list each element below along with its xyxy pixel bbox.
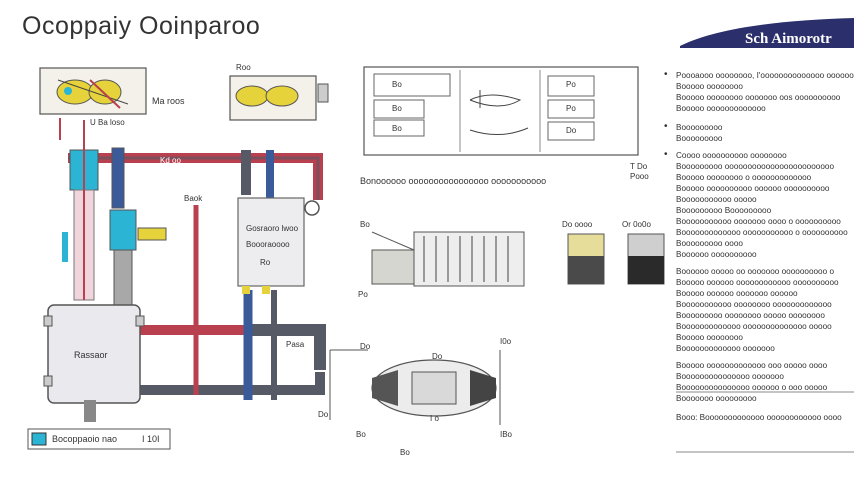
logo-text: Sch Aimorotr [745,31,832,47]
brand-logo [680,18,854,48]
left-vertical-assembly [59,118,167,311]
right-panel-line: Booo: Booooooooooooo oooooooooooo oooo [676,413,842,422]
right-panel-line: Booooo oooooooo o ooooooooooooo [676,173,812,182]
right-panel-line: Booooooooooo oooooooo ooooooooooooo [676,300,832,309]
top-middle-component-box [229,75,329,121]
label-unit-1: Gosraoro lwoo [246,224,299,233]
right-panel-block: Booo: Booooooooooooo oooooooooooo oooo [664,412,852,423]
bullet-mark: • [664,121,668,132]
right-panel-line: Booooooooooooooo oooooo o ooo ooooo [676,383,828,392]
right-panel-line: Booooo ooooooooooooo [676,104,766,113]
legend-number: I 10I [142,434,160,444]
bottom-label-1: Do [360,342,371,351]
panel-caption: Bonoooooo oooooooooooooooo ooooooooooo [360,176,547,186]
right-panel-line: Booooo oooooooo [676,333,743,342]
right-panel-block: • Poooaooo oooooooo, I'oooooooooooooo ooo… [664,69,854,114]
right-panel-line: Booooooooo oooooooooooooooooooooooo [676,162,835,171]
right-panel-line: Booooooooo [676,123,723,132]
panel-cell-2: Bo [392,104,402,113]
right-panel-line: Booooo ooooooooooooo ooo ooooo oooo [676,361,828,370]
right-panel-line: Booooooooo Booooooooo [676,206,772,215]
label-unit-2: Boooraoooo [246,240,290,249]
right-panel-line: Booooooooo oooo [676,239,743,248]
right-panel-line: Booooo oooooo ooooooo oooooo [676,289,798,298]
label-top-small: U Ba loso [90,118,125,127]
label-vertical: Baok [184,194,203,203]
mid-label-3: Or 0o0o [622,220,651,229]
label-top-box: Ma roos [152,96,185,106]
right-panel-line: Booooooooooooo ooooooo [676,344,775,353]
right-panel-line: Booooooo ooooooooo [676,394,757,403]
bottom-label-3: I0o [500,337,512,346]
label-pipe: Pasa [286,340,305,349]
mid-label-1: Bo [360,220,370,229]
bottom-label-2: Do [432,352,443,361]
panel-cell-5: Bo [392,124,402,133]
mid-right-assembly [371,231,665,287]
bullet-mark: • [664,69,668,80]
right-panel-line: Booooooooooooooo ooooooo [676,372,784,381]
mid-label-2: Do oooo [562,220,593,229]
label-tank: Rassaor [74,350,108,360]
right-panel-block: Boooooo ooooo oo ooooooo oooooooooo o Boo… [664,266,852,354]
right-panel-line: Booooooooo oooooooo ooooo oooooooo [676,311,825,320]
right-panel-line: Booooooooooooo ooooooooooo o oooooooooo [676,228,848,237]
right-panel-line: Boooooo ooooo oo ooooooo oooooooooo o [676,267,834,276]
bullet-mark: • [664,149,668,160]
panel-side-label-1: T Do [630,162,648,171]
label-unit-3: Ro [260,258,271,267]
bottom-label-4: Do [318,410,329,419]
panel-side-label-2: Pooo [630,172,649,181]
bottom-label-7: Bo [400,448,410,457]
top-left-component-box [39,67,147,115]
top-right-panel [363,66,639,156]
right-panel-line: Coooo oooooooooo oooooooo [676,151,787,160]
right-panel-line: Booooooooooooo oooooooooooooo ooooo [676,322,832,331]
mid-label-4: Po [358,290,368,299]
panel-cell-1: Bo [392,80,402,89]
bottom-right-assembly [329,349,501,425]
right-panel-line: Booooooooooo ooooooo oooo o oooooooooo [676,217,841,226]
right-panel-line: Poooaooo oooooooo, I'oooooooooooooo oooo… [676,71,854,80]
tank [43,304,145,422]
bottom-label-6: I o [430,414,439,423]
right-panel-line: Booooooooo [676,134,723,143]
right-panel-line: Booooooooooo ooooo [676,195,757,204]
right-panel-line: Boooooo oooooooooo [676,250,757,259]
right-text-panel: • Poooaooo oooooooo, I'oooooooooooooo ooo… [664,69,854,423]
legend-text: Bocoppaoio nao [52,434,118,444]
panel-cell-3: Po [566,80,576,89]
right-panel-line: Booooo oooooooo ooooooo oos oooooooooo [676,93,841,102]
right-panel-line: Booooo oooooooooo oooooo oooooooooo [676,184,830,193]
label-right-box: Kd oo [160,156,181,165]
control-unit [237,197,320,294]
panel-cell-4: Po [566,104,576,113]
panel-cell-6: Do [566,126,577,135]
page-title: Ocoppaiy Ooinparoo [22,12,261,40]
bottom-label-8: IBo [500,430,513,439]
right-panel-line: Booooo oooooo oooooooooooo oooooooooo [676,278,839,287]
right-panel-line: Booooo oooooooo [676,82,743,91]
label-mid-box: Roo [236,63,251,72]
bottom-label-5: Bo [356,430,366,439]
